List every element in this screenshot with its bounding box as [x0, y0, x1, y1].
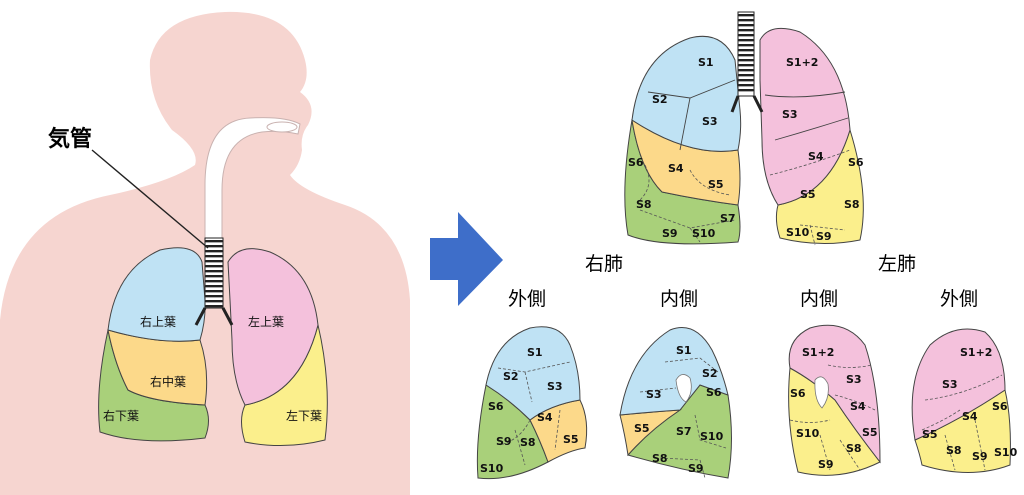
label-right-upper-lobe: 右上葉: [140, 314, 176, 329]
right-upper-lobe: [107, 247, 206, 342]
segment-label: S8: [846, 442, 862, 455]
trachea-label: 気管: [48, 126, 92, 152]
arrow-right-icon: [430, 212, 503, 306]
segment-label: S3: [782, 108, 798, 121]
segment-label: S7: [676, 425, 692, 438]
nasal-opening: [266, 121, 298, 133]
hilum-left: [814, 376, 829, 409]
segment-label: S4: [668, 162, 684, 175]
segment-label: S8: [520, 436, 536, 449]
left-upper-lobe: [227, 248, 319, 406]
segment-label: S10: [700, 430, 724, 443]
segment-label: S5: [634, 422, 650, 435]
segment-label: S8: [946, 444, 962, 457]
segment-label: S7: [720, 212, 736, 225]
segment-label: S6: [992, 400, 1008, 413]
left-lateral-view: [911, 328, 1011, 473]
segment-label: S6: [628, 156, 644, 169]
segment-label: S5: [708, 178, 724, 191]
rl-upper: [485, 326, 581, 421]
segment-label: S9: [816, 230, 832, 243]
segment-label: S8: [844, 198, 860, 211]
segment-label: S10: [786, 226, 810, 239]
segment-label: S6: [790, 387, 806, 400]
label-right-lower-lobe: 右下葉: [103, 408, 139, 423]
segment-label: S1+2: [960, 346, 992, 359]
right-lateral-view: [476, 326, 588, 480]
segment-label: S5: [862, 426, 878, 439]
label-left-lower-lobe: 左下葉: [286, 408, 322, 423]
header-left-medial: 内側: [800, 288, 838, 310]
segment-label: S1+2: [786, 56, 818, 69]
header-right-lung: 右肺: [585, 253, 623, 275]
segment-label: S4: [850, 400, 866, 413]
front-left-upper: [759, 27, 851, 206]
segment-label: S5: [800, 188, 816, 201]
lm-upper: [788, 324, 881, 464]
label-left-upper-lobe: 左上葉: [248, 314, 284, 329]
rm-upper: [619, 327, 729, 416]
segment-label: S4: [808, 150, 824, 163]
left-medial-view: [788, 324, 881, 476]
segment-label: S9: [688, 462, 704, 475]
header-left-lung: 左肺: [878, 253, 916, 275]
label-right-middle-lobe: 右中葉: [150, 374, 186, 389]
hilum: [675, 374, 692, 403]
segment-label: S1+2: [802, 346, 834, 359]
segment-label: S9: [496, 435, 512, 448]
segment-label: S4: [537, 411, 553, 424]
segment-label: S2: [652, 93, 668, 106]
segment-label: S10: [692, 227, 716, 240]
right-medial-view: [619, 327, 732, 479]
segment-label: S3: [942, 378, 958, 391]
airway: [204, 117, 301, 241]
front-view-lungs: [624, 11, 864, 246]
trachea: [194, 237, 234, 326]
segment-label: S1: [698, 56, 714, 69]
trachea-pointer: [91, 149, 209, 249]
segment-label: S1: [527, 346, 543, 359]
header-right-lateral: 外側: [508, 288, 546, 310]
header-right-medial: 内側: [660, 288, 698, 310]
segment-label: S2: [503, 370, 519, 383]
segment-label: S9: [662, 227, 678, 240]
segment-label: S9: [972, 450, 988, 463]
segment-label: S6: [706, 386, 722, 399]
segment-label: S3: [646, 388, 662, 401]
segment-label: S2: [702, 367, 718, 380]
segment-label: S3: [702, 115, 718, 128]
segment-label: S4: [962, 410, 978, 423]
header-left-lateral: 外側: [940, 288, 978, 310]
segment-label: S5: [563, 433, 579, 446]
ll-upper: [911, 328, 1006, 441]
segment-label: S5: [922, 428, 938, 441]
segment-label: S1: [676, 344, 692, 357]
segment-label: S8: [636, 198, 652, 211]
segment-label: S6: [488, 400, 504, 413]
segment-label: S6: [848, 156, 864, 169]
segment-label: S3: [846, 373, 862, 386]
body-illustration: 気管 右上葉 右中葉 右下葉 左上葉 左下葉: [0, 11, 410, 495]
segment-label: S8: [652, 452, 668, 465]
segment-label: S10: [994, 446, 1018, 459]
segment-label: S10: [796, 427, 820, 440]
segment-label: S10: [480, 462, 504, 475]
segment-label: S3: [547, 380, 563, 393]
segment-label: S9: [818, 458, 834, 471]
